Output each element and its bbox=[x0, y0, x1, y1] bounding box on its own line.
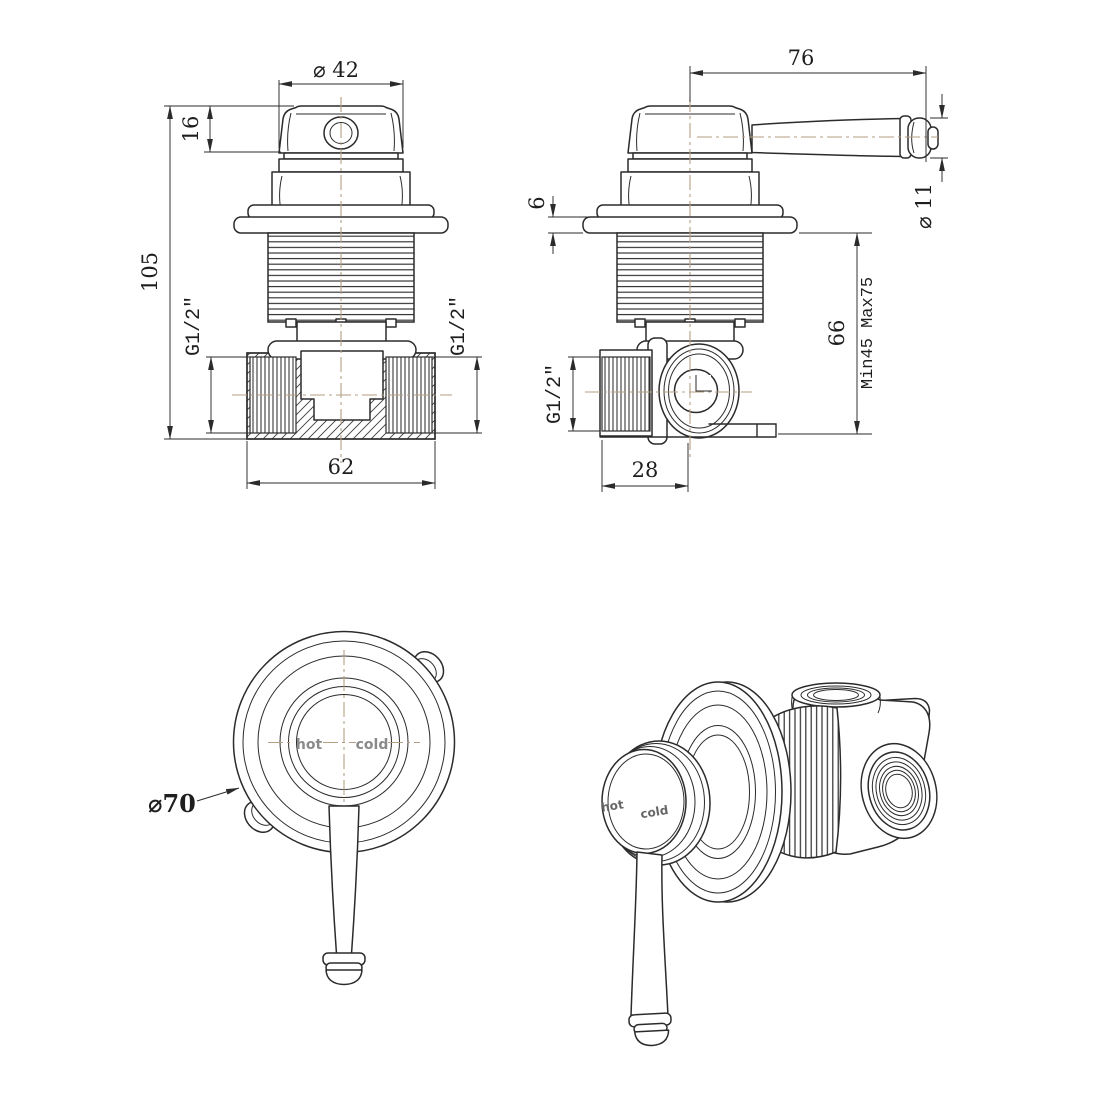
dim-port-right-thread-label: G1/2" bbox=[448, 296, 471, 356]
dim-install-height: 66 Min45 Max75 bbox=[778, 232, 878, 435]
label-cold-iso: cold bbox=[639, 803, 669, 821]
iso-view: hot cold bbox=[600, 681, 938, 1047]
dim-trim-diameter-label: ⌀70 bbox=[148, 789, 196, 818]
dim-side-port-thread-label: G1/2" bbox=[544, 364, 567, 424]
dim-cap-diameter: ⌀ 42 bbox=[278, 58, 404, 148]
dim-port-center-depth-label: 28 bbox=[632, 458, 659, 482]
mounting-foot bbox=[599, 423, 777, 438]
iso-handle-shaft bbox=[630, 851, 669, 1017]
dim-handle-tip-diameter: ⌀ 11 bbox=[912, 94, 948, 229]
dim-overall-height-label: 105 bbox=[138, 252, 162, 292]
dim-cap-height-label: 16 bbox=[179, 116, 203, 143]
dim-port-left-thread-label: G1/2" bbox=[183, 296, 206, 356]
dim-body-width-label: 62 bbox=[328, 455, 355, 479]
label-hot-iso: hot bbox=[600, 797, 625, 814]
dim-depth-range-label: Min45 Max75 bbox=[859, 277, 878, 389]
trim-handle-ball bbox=[325, 969, 363, 986]
dim-port-right-thread: G1/2" bbox=[432, 296, 482, 434]
iso-top-port bbox=[791, 682, 881, 708]
dim-side-port-thread: G1/2" bbox=[544, 356, 600, 432]
lever-tip bbox=[927, 126, 939, 150]
dim-port-center-depth: 28 bbox=[601, 440, 689, 492]
side-view: 76 ⌀ 11 6 66 Min45 Max75 bbox=[525, 46, 948, 492]
dim-cap-diameter-label: ⌀ 42 bbox=[313, 58, 359, 82]
front-view: ⌀ 42 16 105 G1/2" G1/2" bbox=[138, 58, 482, 489]
dim-handle-length: 76 bbox=[689, 46, 927, 162]
dim-body-width: 62 bbox=[246, 441, 436, 489]
trim-front-view: hot cold ⌀70 bbox=[148, 630, 456, 986]
dim-cap-height: 16 bbox=[164, 105, 294, 153]
label-cold-front: cold bbox=[356, 737, 389, 753]
dim-install-height-label: 66 bbox=[825, 320, 849, 347]
iso-handle-ball bbox=[633, 1029, 670, 1047]
center-bore bbox=[300, 350, 384, 421]
iso-right-port bbox=[860, 742, 938, 840]
dim-handle-length-label: 76 bbox=[788, 46, 815, 70]
trim-handle-shaft bbox=[328, 805, 360, 955]
label-hot-front: hot bbox=[296, 737, 323, 753]
dim-flange-thickness-label: 6 bbox=[525, 196, 549, 209]
dim-handle-tip-diameter-label: ⌀ 11 bbox=[912, 183, 936, 229]
side-port-threads bbox=[601, 356, 651, 432]
dim-overall-height: 105 bbox=[138, 105, 247, 440]
dim-port-left-thread: G1/2" bbox=[183, 296, 250, 434]
dim-flange-thickness: 6 bbox=[525, 196, 597, 254]
dim-trim-diameter: ⌀70 bbox=[148, 787, 240, 818]
